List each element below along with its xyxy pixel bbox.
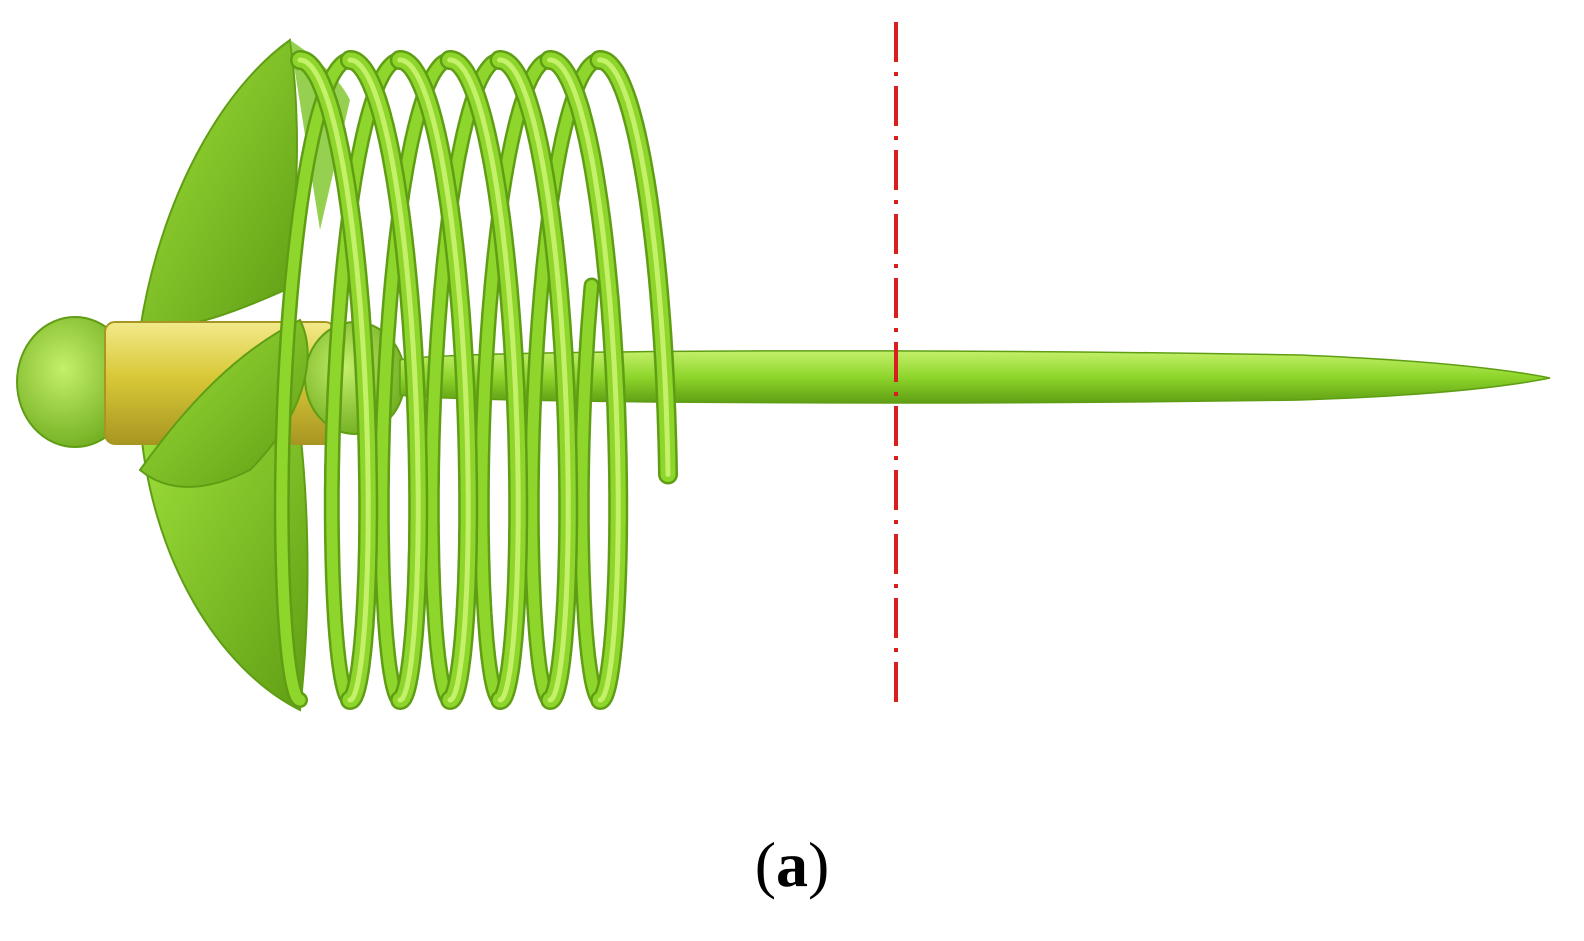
helix-segment-front — [547, 57, 621, 703]
helix-segment-front — [297, 57, 371, 703]
helix-segment-front — [597, 57, 671, 477]
helix-segment-front — [397, 57, 471, 703]
caption-letter: a — [776, 829, 808, 900]
caption-close-paren: ) — [808, 829, 830, 900]
helix-segment-front — [347, 57, 421, 703]
helix-segment-front — [447, 57, 521, 703]
figure-caption: (a) — [0, 828, 1584, 902]
helix-segment-front — [497, 57, 571, 703]
hub-vortex — [399, 350, 1551, 404]
helix-segment-back — [576, 280, 606, 706]
tip-vortex-helix — [273, 50, 678, 710]
blade-root — [138, 318, 309, 488]
caption-open-paren: ( — [754, 829, 776, 900]
